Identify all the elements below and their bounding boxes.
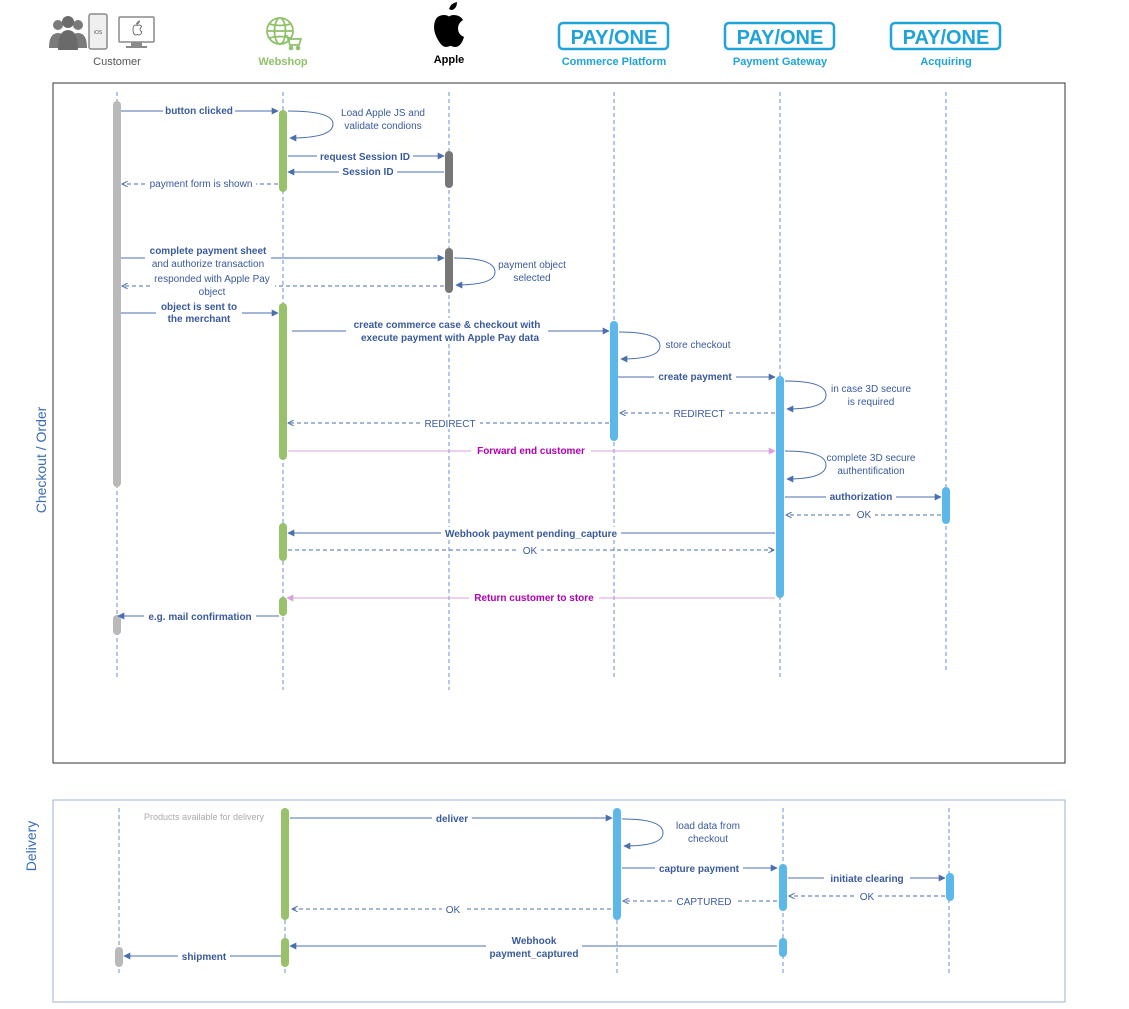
message-label: load data from: [676, 821, 740, 832]
message-label: and authorize transaction: [152, 259, 264, 270]
message-label: authentification: [837, 466, 904, 477]
messages-checkout: button clicked Load Apple JS and validat…: [117, 104, 942, 623]
message-label: REDIRECT: [424, 419, 475, 430]
participant-label: Acquiring: [920, 56, 971, 68]
activation-webshop: [279, 597, 287, 616]
globe-cart-icon: [266, 17, 303, 51]
note-products-available: Products available for delivery: [144, 812, 265, 822]
message-label: authorization: [830, 492, 893, 503]
participant-label: Commerce Platform: [562, 56, 667, 68]
activation-webshop-delivery: [281, 808, 289, 920]
participant-label: Payment Gateway: [733, 56, 828, 68]
message-label: checkout: [688, 834, 728, 845]
ios-label: iOS: [94, 30, 103, 36]
checkout-section-frame: [52, 82, 1066, 764]
activation-acquiring-delivery: [946, 873, 954, 901]
message-label: in case 3D secure: [831, 384, 911, 395]
message-label: Return customer to store: [474, 593, 594, 604]
activation-commerce-delivery: [613, 808, 621, 920]
message-label: create payment: [658, 372, 732, 383]
activation-webshop: [279, 303, 287, 460]
message-label: object is sent to: [161, 302, 237, 313]
message-label: create commerce case & checkout with: [354, 320, 541, 331]
delivery-section-frame: [52, 799, 1066, 1003]
activation-webshop-delivery: [281, 938, 289, 967]
activation-webshop: [279, 110, 287, 192]
message-label: validate condions: [344, 121, 421, 132]
activation-webshop: [279, 523, 287, 561]
payone-logo: PAY/ONE: [557, 21, 670, 51]
message-label: Webhook: [512, 936, 557, 947]
participant-customer: iOS Customer: [49, 13, 155, 68]
activation-apple: [445, 248, 453, 293]
activation-customer: [113, 101, 121, 487]
message-label: e.g. mail confirmation: [148, 612, 251, 623]
self-message-arrow: [287, 110, 334, 142]
payone-logo-text: PAY/ONE: [903, 27, 990, 49]
delivery-section-label: Delivery: [23, 821, 39, 872]
activation-bars: [113, 101, 954, 967]
message-label: payment_captured: [490, 949, 579, 960]
message-label: payment form is shown: [150, 179, 253, 190]
message-label: capture payment: [659, 864, 740, 875]
apple-logo-icon: [434, 2, 464, 47]
customer-devices-icon: iOS: [49, 13, 155, 50]
payone-logo: PAY/ONE: [889, 21, 1002, 51]
self-message-arrow: [784, 380, 827, 413]
activation-apple: [445, 151, 453, 188]
participant-acquiring: PAY/ONE Acquiring: [889, 21, 1002, 68]
activation-acquiring: [942, 487, 950, 524]
participant-label: Webshop: [258, 56, 308, 68]
message-label: OK: [860, 892, 875, 903]
participant-commerce-platform: PAY/ONE Commerce Platform: [557, 21, 670, 68]
self-message-arrow: [621, 818, 664, 850]
message-label: OK: [857, 510, 872, 521]
payone-logo-text: PAY/ONE: [571, 27, 658, 49]
message-label: button clicked: [165, 106, 233, 117]
self-message-arrow: [453, 257, 496, 289]
activation-customer: [113, 615, 121, 635]
message-label: OK: [446, 905, 461, 916]
message-label: the merchant: [168, 314, 231, 325]
message-label: initiate clearing: [830, 874, 903, 885]
activation-gateway-delivery: [779, 864, 787, 911]
message-label: execute payment with Apple Pay data: [361, 333, 539, 344]
participant-label: Customer: [93, 56, 141, 68]
message-label: complete payment sheet: [150, 246, 267, 257]
participant-payment-gateway: PAY/ONE Payment Gateway: [723, 21, 836, 68]
message-label: deliver: [436, 814, 468, 825]
message-label: CAPTURED: [676, 897, 731, 908]
payone-logo: PAY/ONE: [723, 21, 836, 51]
message-label: Forward end customer: [477, 446, 585, 457]
message-label: shipment: [182, 952, 227, 963]
message-label: OK: [523, 546, 538, 557]
messages-delivery: Products available for delivery deliver …: [123, 812, 946, 963]
activation-gateway-delivery: [779, 938, 787, 957]
participant-label: Apple: [434, 54, 465, 66]
activation-customer-delivery: [115, 947, 123, 967]
message-label: responded with Apple Pay: [154, 274, 270, 285]
payone-logo-text: PAY/ONE: [737, 27, 824, 49]
activation-commerce: [610, 321, 618, 441]
message-label: Session ID: [342, 167, 393, 178]
participant-apple: Apple: [434, 2, 465, 66]
message-label: request Session ID: [320, 152, 410, 163]
message-label: selected: [513, 273, 550, 284]
message-label: object: [199, 287, 226, 298]
message-label: complete 3D secure: [827, 453, 916, 464]
participant-webshop: Webshop: [258, 17, 308, 68]
message-label: Load Apple JS and: [341, 108, 425, 119]
message-label: store checkout: [665, 340, 730, 351]
self-message-arrow: [784, 450, 827, 483]
message-label: payment object: [498, 260, 566, 271]
checkout-section-label: Checkout / Order: [33, 406, 49, 513]
activation-gateway: [776, 376, 784, 598]
self-message-arrow: [618, 331, 661, 363]
message-label: REDIRECT: [673, 409, 724, 420]
message-label: Webhook payment pending_capture: [445, 529, 617, 540]
message-label: is required: [848, 397, 895, 408]
